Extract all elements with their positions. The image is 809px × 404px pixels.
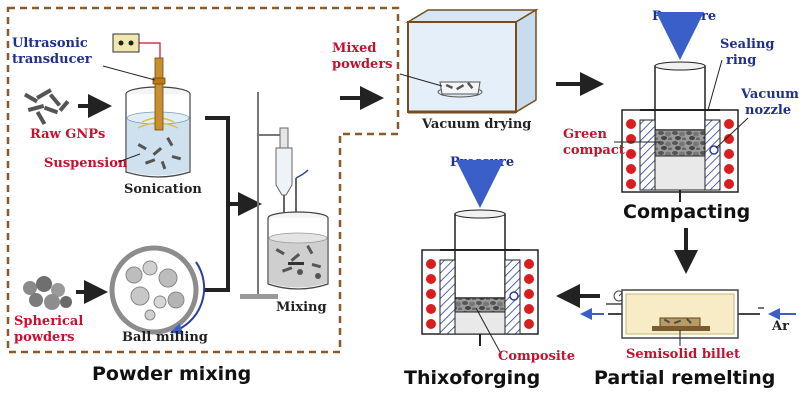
- powder-mixing-title: Powder mixing: [92, 363, 251, 385]
- mixed-powders-label-2: powders: [332, 57, 392, 72]
- ar-label: Ar: [771, 319, 789, 334]
- compacting-die: [621, 61, 739, 202]
- sonication-label: Sonication: [124, 182, 202, 197]
- sealing-ring-label: Sealing: [720, 37, 775, 52]
- mixing-setup: [240, 92, 329, 299]
- ball-mill: [109, 245, 206, 335]
- thixoforging-title: Thixoforging: [404, 367, 540, 389]
- sealing-ring-label-2: ring: [726, 53, 756, 68]
- composite-label: Composite: [498, 349, 575, 364]
- mixing-label: Mixing: [276, 300, 327, 315]
- vacuum-drying-label: Vacuum drying: [421, 117, 531, 132]
- spherical-powders-label-2: powders: [14, 330, 74, 345]
- compacting-title: Compacting: [623, 201, 750, 223]
- compacting-heaters: [626, 119, 734, 189]
- green-compact-label: Green: [563, 127, 607, 142]
- thixoforging-heaters: [426, 259, 534, 329]
- ball-milling-label: Ball milling: [122, 330, 208, 345]
- ultrasonic-transducer-label: Ultrasonic: [12, 36, 88, 51]
- remelting-furnace: [580, 289, 796, 339]
- pressure-thixo-label: Pressure: [450, 155, 514, 170]
- vacuum-oven: [405, 8, 539, 114]
- spherical-powders-pile: [23, 276, 72, 310]
- raw-gnps-pile: [23, 88, 70, 126]
- mixed-powders-label: Mixed: [332, 41, 376, 56]
- vacuum-nozzle-label: Vacuum: [740, 87, 799, 102]
- suspension-label: Suspension: [44, 156, 128, 171]
- partial-remelting-title: Partial remelting: [594, 367, 775, 389]
- sonication-setup: [102, 33, 191, 178]
- green-compact-label-2: compact: [563, 143, 625, 158]
- ultrasonic-transducer-label-2: transducer: [12, 52, 92, 67]
- merge-bracket: [205, 116, 262, 292]
- spherical-powders-label: Spherical: [14, 314, 83, 329]
- ultrasonic-horn: [154, 57, 164, 131]
- vacuum-nozzle-label-2: nozzle: [745, 103, 791, 118]
- powder-mixing-boundary: [6, 6, 400, 354]
- raw-gnps-label: Raw GNPs: [30, 127, 105, 142]
- thixoforging-die: [421, 209, 539, 346]
- pressure-compacting-label: Pressure: [652, 9, 716, 24]
- power-box: [112, 33, 140, 53]
- semisolid-billet-label: Semisolid billet: [626, 347, 740, 362]
